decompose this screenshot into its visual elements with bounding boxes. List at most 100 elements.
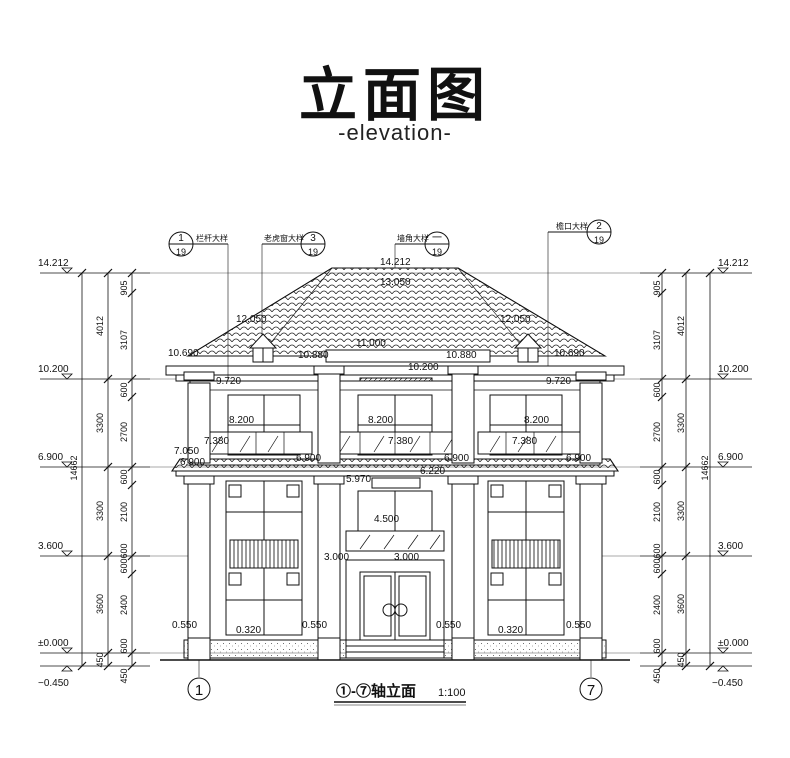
right-dimensions bbox=[640, 268, 752, 671]
level-door-l: 3.000 bbox=[324, 552, 349, 563]
level-sill-l: 0.320 bbox=[236, 625, 261, 636]
axis-bubbles bbox=[187, 660, 603, 701]
left-level-markers: 14.212 10.200 6.900 3.600 ±0.000 −0.450 bbox=[38, 258, 73, 689]
level-win3-c: 8.200 bbox=[368, 415, 393, 426]
right-level-markers: 14.212 10.200 6.900 3.600 ±0.000 −0.450 bbox=[712, 258, 749, 689]
svg-text:4012: 4012 bbox=[95, 316, 105, 336]
svg-text:3600: 3600 bbox=[676, 594, 686, 614]
window-lower-left bbox=[225, 480, 303, 636]
level-cornice-right: 10.690 bbox=[554, 348, 585, 359]
right-level-4: 3.600 bbox=[718, 541, 743, 552]
svg-text:一: 一 bbox=[432, 233, 442, 244]
svg-text:19: 19 bbox=[432, 247, 442, 257]
svg-text:600: 600 bbox=[119, 469, 129, 484]
entrance-door bbox=[359, 571, 431, 641]
level-porch-l: 5.970 bbox=[346, 474, 371, 485]
svg-text:600: 600 bbox=[119, 543, 129, 558]
page-subtitle: -elevation- bbox=[338, 120, 452, 145]
svg-text:4012: 4012 bbox=[676, 316, 686, 336]
svg-text:3: 3 bbox=[310, 233, 316, 244]
page-title: 立面图 bbox=[298, 61, 491, 129]
left-dim-text: 905 3107 600 2700 600 2100 600 600 2400 … bbox=[69, 280, 129, 683]
level-eave-c: 10.200 bbox=[408, 362, 439, 373]
svg-text:905: 905 bbox=[652, 280, 662, 295]
level-win3-r: 8.200 bbox=[524, 415, 549, 426]
svg-text:2: 2 bbox=[596, 221, 602, 232]
level-base-r: 0.550 bbox=[566, 620, 591, 631]
svg-text:19: 19 bbox=[176, 247, 186, 257]
level-f2-cl: 6.900 bbox=[296, 453, 321, 464]
svg-text:1:100: 1:100 bbox=[438, 687, 466, 699]
right-level-1: 14.212 bbox=[718, 258, 749, 269]
svg-text:600: 600 bbox=[119, 558, 129, 573]
svg-text:①-⑦轴立面: ①-⑦轴立面 bbox=[336, 682, 416, 700]
level-door-r: 3.000 bbox=[394, 552, 419, 563]
svg-text:1: 1 bbox=[178, 233, 184, 244]
left-level-2: 10.200 bbox=[38, 364, 69, 375]
callout-3: 3 19 老虎窗大样 bbox=[261, 231, 326, 336]
svg-text:3107: 3107 bbox=[119, 330, 129, 350]
level-base-l: 0.550 bbox=[172, 620, 197, 631]
left-level-5: ±0.000 bbox=[38, 638, 69, 649]
svg-text:600: 600 bbox=[119, 638, 129, 653]
level-cornice-left: 10.690 bbox=[168, 348, 199, 359]
level-win3-l: 8.200 bbox=[229, 415, 254, 426]
svg-text:3300: 3300 bbox=[676, 413, 686, 433]
svg-text:600: 600 bbox=[652, 382, 662, 397]
callout-1: 1 19 栏杆大样 bbox=[168, 231, 229, 380]
center-gable-top bbox=[325, 349, 491, 363]
level-bal-l: 7.380 bbox=[204, 436, 229, 447]
level-eave-r: 10.880 bbox=[446, 350, 477, 361]
svg-text:450: 450 bbox=[119, 668, 129, 683]
balcony-3f bbox=[199, 431, 591, 455]
svg-text:栏杆大样: 栏杆大样 bbox=[196, 233, 228, 243]
level-f3-left: 9.720 bbox=[216, 376, 241, 387]
axis-bubble-1 bbox=[187, 677, 211, 701]
porch-plaque bbox=[371, 477, 421, 489]
svg-text:3107: 3107 bbox=[652, 330, 662, 350]
svg-text:19: 19 bbox=[308, 247, 318, 257]
svg-text:老虎窗大样: 老虎窗大样 bbox=[264, 233, 304, 243]
svg-text:3300: 3300 bbox=[95, 413, 105, 433]
svg-text:2400: 2400 bbox=[119, 595, 129, 615]
svg-text:3300: 3300 bbox=[95, 501, 105, 521]
svg-text:14662: 14662 bbox=[700, 455, 710, 480]
level-f2-cr: 6.900 bbox=[444, 453, 469, 464]
level-ridge: 14.212 bbox=[380, 257, 411, 268]
right-level-5: ±0.000 bbox=[718, 638, 749, 649]
svg-text:14662: 14662 bbox=[69, 455, 79, 480]
svg-text:2700: 2700 bbox=[652, 422, 662, 442]
level-sill-r: 0.320 bbox=[498, 625, 523, 636]
right-level-6: −0.450 bbox=[712, 678, 743, 689]
left-level-1: 14.212 bbox=[38, 258, 69, 269]
svg-text:2700: 2700 bbox=[119, 422, 129, 442]
left-level-4: 3.600 bbox=[38, 541, 63, 552]
svg-text:3300: 3300 bbox=[676, 501, 686, 521]
facade-level-labels: 14.212 13.050 12.050 12.050 10.690 10.69… bbox=[168, 257, 591, 636]
svg-text:19: 19 bbox=[594, 235, 604, 245]
axis-bubble-7 bbox=[579, 677, 603, 701]
callout-2: 2 19 檐口大样 bbox=[547, 219, 612, 366]
drawing-caption: ①-⑦轴立面 1:100 bbox=[334, 682, 466, 706]
svg-text:450: 450 bbox=[95, 652, 105, 667]
right-level-2: 10.200 bbox=[718, 364, 749, 375]
right-dim-text: 905 3107 600 2700 600 2100 600 600 2400 … bbox=[652, 280, 710, 683]
level-dormer-left: 12.050 bbox=[236, 314, 267, 325]
level-base-cr: 0.550 bbox=[436, 620, 461, 631]
callout-yi: 一 19 墙角大样 bbox=[394, 231, 450, 268]
level-porch-r: 6.220 bbox=[420, 466, 445, 477]
svg-text:檐口大样: 檐口大样 bbox=[556, 221, 588, 231]
level-win2-c: 4.500 bbox=[374, 514, 399, 525]
svg-text:3600: 3600 bbox=[95, 594, 105, 614]
svg-text:600: 600 bbox=[652, 543, 662, 558]
level-base-cl: 0.550 bbox=[302, 620, 327, 631]
window-lower-right bbox=[487, 480, 565, 636]
level-roof-top: 13.050 bbox=[380, 277, 411, 288]
axis-bubble-7-label: 7 bbox=[587, 682, 595, 699]
level-dormer-right: 12.050 bbox=[500, 314, 531, 325]
svg-text:450: 450 bbox=[676, 652, 686, 667]
svg-text:600: 600 bbox=[652, 469, 662, 484]
level-bal-c: 7.380 bbox=[388, 436, 413, 447]
level-eave2-left: 7.050 bbox=[174, 446, 199, 457]
